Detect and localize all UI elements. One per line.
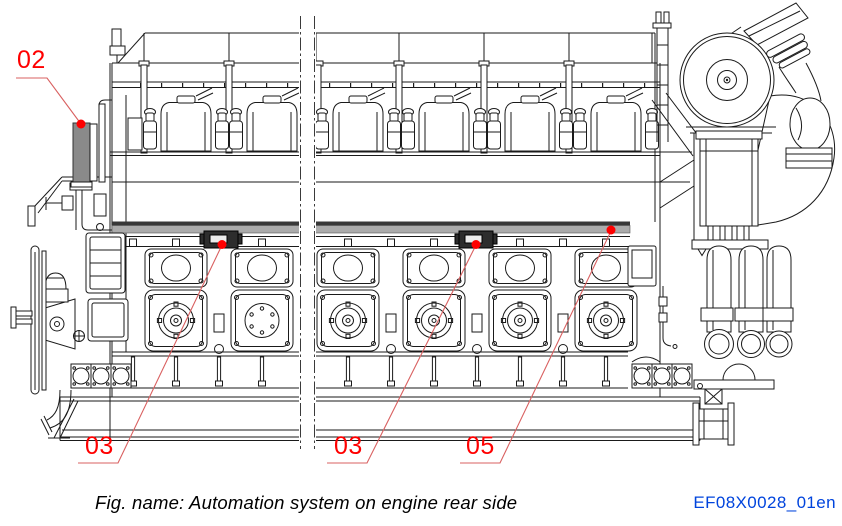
drawing-code: EF08X0028_01en xyxy=(693,493,836,512)
callout-leader-lines xyxy=(16,77,612,464)
callout-label-05: 05 xyxy=(466,432,495,460)
automation-cabinet xyxy=(70,122,98,188)
break-lines xyxy=(299,14,316,450)
front-end-module xyxy=(10,99,129,395)
engine-base xyxy=(40,389,701,441)
camshaft-covers xyxy=(144,248,638,288)
callout-label-03-left: 03 xyxy=(85,432,114,460)
figure-caption: Fig. name: Automation system on engine r… xyxy=(95,492,518,513)
top-exhaust-duct xyxy=(109,26,753,222)
callout-marker-dots xyxy=(76,119,616,249)
turbocharger xyxy=(651,2,836,240)
skirt-and-studs xyxy=(70,351,693,389)
charge-air-cooler xyxy=(691,130,769,257)
flywheel xyxy=(30,245,47,395)
cooling-water-pipes xyxy=(692,245,794,446)
callout-label-02: 02 xyxy=(17,46,46,74)
callout-label-03-right: 03 xyxy=(334,432,363,460)
crankcase-covers xyxy=(144,289,638,354)
cylinder-head-covers xyxy=(127,87,659,152)
air-receiver-lines xyxy=(109,63,692,440)
junction-box xyxy=(627,159,695,349)
cable-rail xyxy=(111,221,631,247)
